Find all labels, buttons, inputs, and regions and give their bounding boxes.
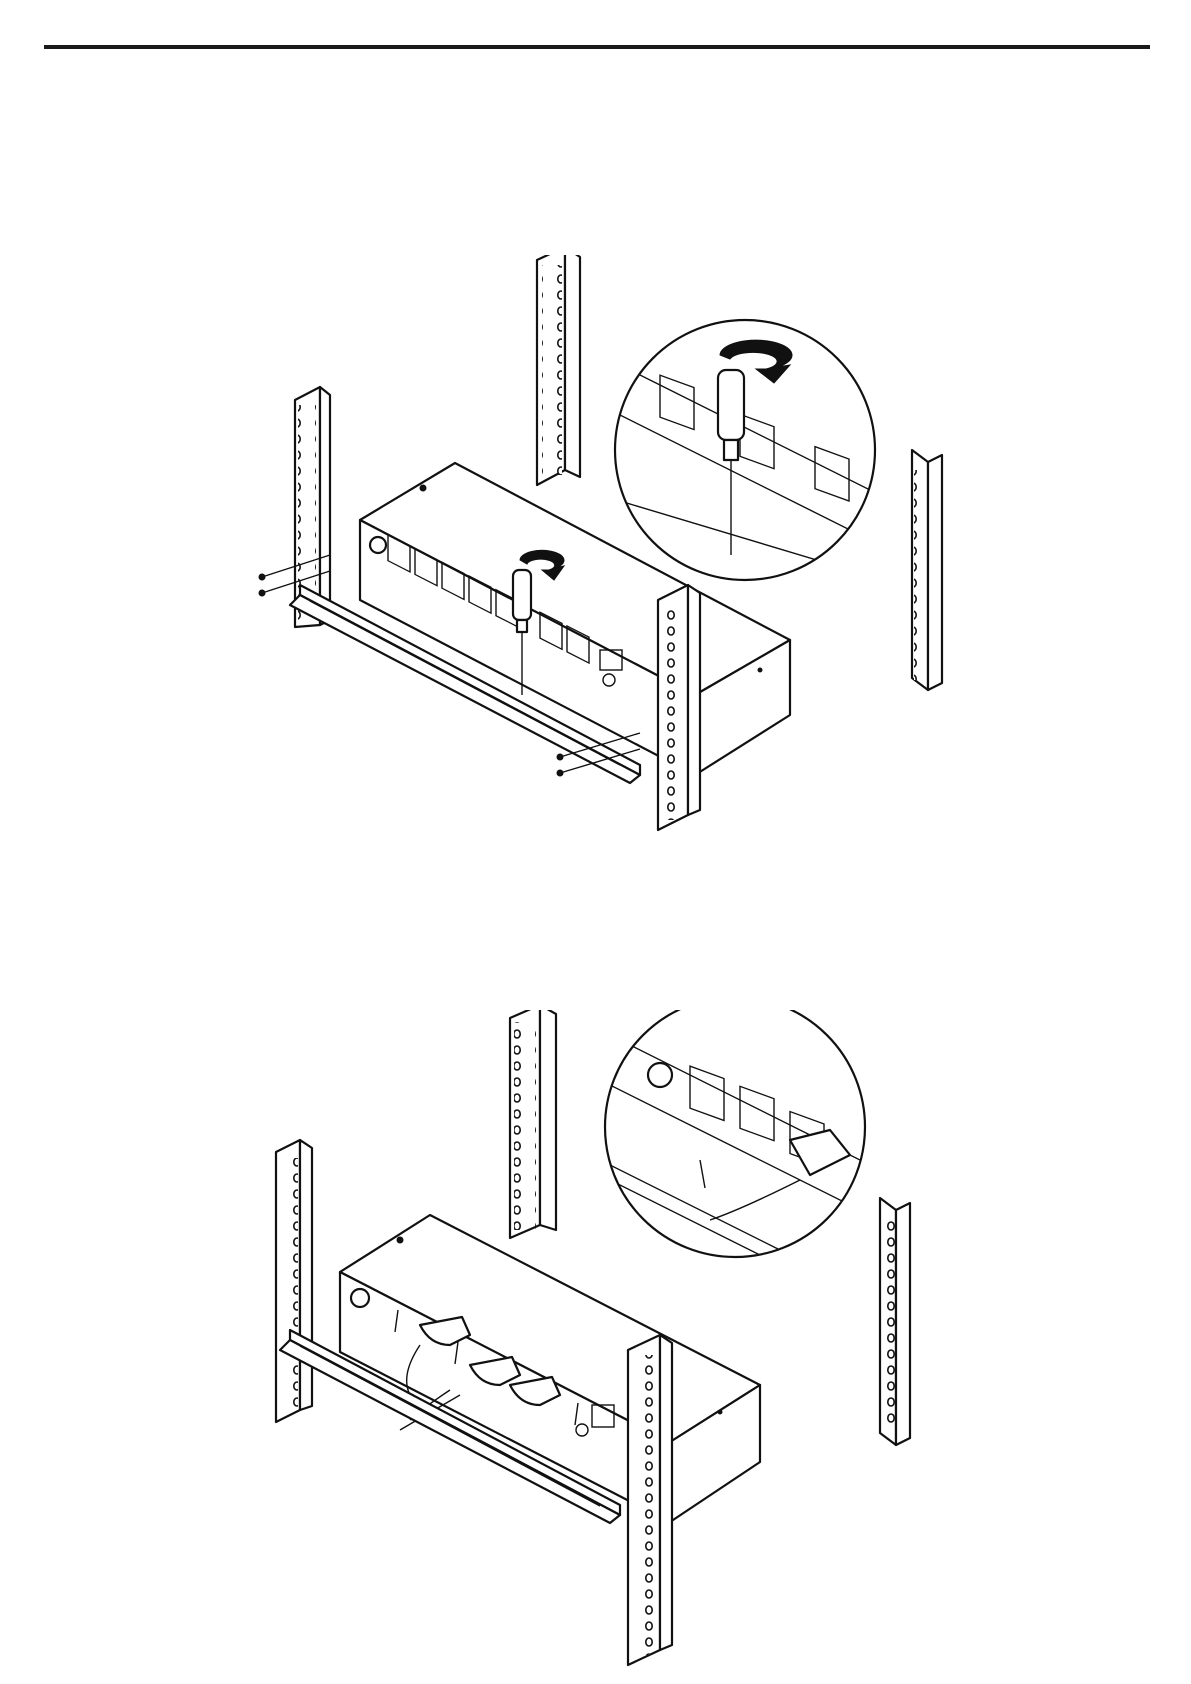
rack-post-front-right xyxy=(628,1335,672,1665)
rack-post-front-left xyxy=(276,1140,312,1422)
rack-post-back-right xyxy=(880,1198,910,1445)
rack-post-back-left xyxy=(537,255,580,485)
zoom-detail-icon xyxy=(600,320,900,585)
figure-cable-routing xyxy=(0,1010,1191,1670)
figure-2-illustration xyxy=(0,1010,1191,1670)
rack-post-front-right xyxy=(658,585,700,830)
rack-post-back-left xyxy=(510,1010,556,1238)
rack-post-back-right xyxy=(912,450,942,690)
zoom-detail-icon xyxy=(600,1010,880,1315)
figure-mounting-screws xyxy=(0,255,1191,910)
header-rule xyxy=(44,45,1150,49)
figure-1-illustration xyxy=(0,255,1191,910)
